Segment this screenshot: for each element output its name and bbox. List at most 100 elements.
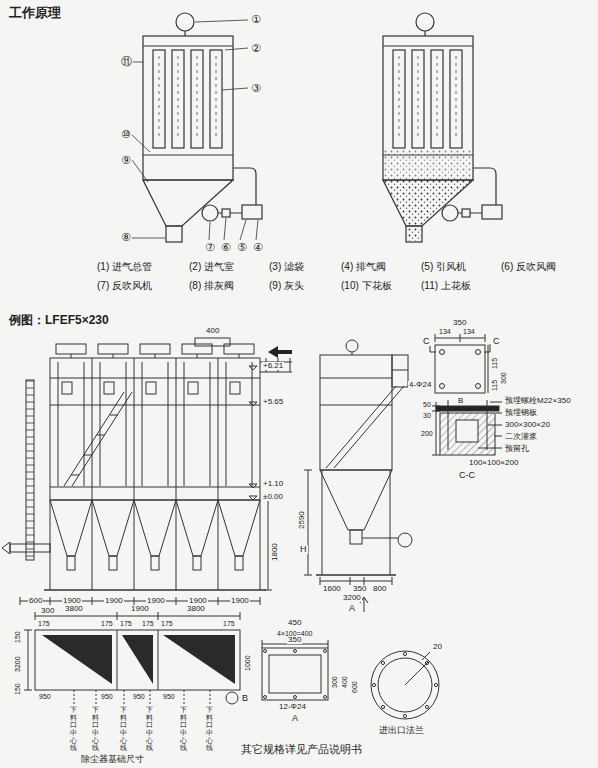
dimension-label: C: [422, 337, 431, 346]
callout-number: ⑪: [120, 56, 133, 67]
dimension-label: 3200: [14, 655, 21, 673]
dimension-label: 下料口中心线: [206, 706, 213, 752]
part-name: (8) 排灰阀: [188, 281, 235, 291]
part-name: (4) 排气阀: [340, 262, 387, 272]
dimension-label: B: [457, 397, 464, 405]
dimension-label: 100×100×200: [468, 459, 519, 467]
dimension-label: 2590: [298, 510, 306, 530]
dimension-label: 12-Φ24: [278, 703, 307, 711]
dimension-label: 预埋钢板: [504, 409, 538, 417]
dimension-label: 下料口中心线: [146, 706, 153, 752]
dimension-label: 下料口中心线: [180, 706, 187, 752]
dimension-label: 350: [287, 636, 302, 644]
callout-number: ①: [250, 14, 262, 25]
dimension-label: 50: [422, 401, 432, 408]
dimension-label: 800: [372, 585, 387, 593]
part-name: (11) 上花板: [420, 281, 472, 291]
dimension-label: 除尘器基础尺寸: [80, 755, 145, 764]
callout-number: ⑤: [236, 242, 248, 253]
dimension-label: 1900: [62, 597, 82, 605]
callout-number: ③: [250, 83, 262, 94]
dimension-label: 1900: [146, 597, 166, 605]
dimension-label: 下料口中心线: [120, 706, 127, 752]
dimension-label: 175: [222, 620, 236, 627]
callout-number: ⑧: [120, 232, 132, 243]
dimension-label: 175: [37, 620, 51, 627]
dimension-label: 950: [38, 693, 52, 700]
dimension-label: 200: [420, 430, 434, 437]
dimension-label: 134: [438, 328, 452, 335]
dimension-label: 预埋螺栓M22×350: [504, 397, 572, 405]
dimension-label: 350: [452, 319, 467, 327]
dimension-label: 预留孔: [504, 445, 530, 453]
dimension-label: 400: [205, 327, 220, 335]
part-name: (10) 下花板: [340, 281, 393, 291]
dimension-label: 300: [331, 675, 338, 689]
callout-number: ⑦: [204, 242, 216, 253]
dimension-label: 下料口中心线: [70, 706, 77, 752]
dimension-label: H: [299, 545, 308, 554]
dimension-label: A: [291, 714, 299, 723]
dimension-label: 175: [141, 620, 155, 627]
section-title: 工作原理: [8, 6, 62, 19]
part-name: (9) 灰头: [268, 281, 305, 291]
callout-number: ⑥: [220, 242, 232, 253]
part-name: (2) 进气室: [188, 262, 235, 272]
dimension-label: 175: [119, 620, 133, 627]
dimension-label: 20: [432, 643, 443, 651]
dimension-label: 1900: [188, 597, 208, 605]
part-name: (5) 引风机: [420, 262, 467, 272]
dimension-label: 450: [287, 619, 302, 627]
part-name: (1) 进气总管: [96, 262, 153, 272]
dimension-label: 600: [28, 597, 43, 605]
dimension-label: 300×300×20: [504, 421, 551, 429]
dimension-label: 1900: [230, 597, 250, 605]
dimension-label: A: [348, 604, 356, 613]
callout-number: ⑩: [120, 129, 132, 140]
dimension-label: 300: [500, 371, 507, 385]
part-name: (3) 滤袋: [268, 262, 305, 272]
dimension-label: +1.10: [262, 480, 284, 488]
dimension-label: 150: [14, 630, 21, 644]
dimension-label: 下料口中心线: [92, 706, 99, 752]
dimension-label: 350: [352, 585, 367, 593]
part-name: (7) 反吹风机: [96, 281, 153, 291]
part-name: (6) 反吹风阀: [500, 262, 557, 272]
dimension-label: 115: [491, 379, 498, 392]
dimension-label: 1900: [104, 597, 124, 605]
callout-number: ⑨: [120, 155, 132, 166]
dimension-label: +6.21: [262, 362, 284, 370]
dimension-label: 3800: [64, 605, 84, 613]
dimension-label: +5.65: [262, 398, 284, 406]
dimension-label: C-C: [458, 471, 476, 480]
dimension-label: 175: [100, 620, 114, 627]
dimension-label: 3800: [186, 605, 206, 613]
dimension-label: 300: [40, 607, 55, 615]
dimension-label: 1000: [244, 654, 251, 672]
callout-number: ②: [250, 43, 262, 54]
dimension-label: 1600: [322, 585, 342, 593]
dimension-label: 950: [100, 693, 114, 700]
dimension-label: B: [241, 694, 249, 703]
dimension-label: 4-Φ24: [408, 381, 432, 389]
dimension-label: 进出口法兰: [378, 726, 425, 735]
dimension-label: C: [492, 337, 501, 346]
dimension-label: 400: [341, 675, 348, 689]
dimension-label: 1900: [130, 605, 150, 613]
dimension-label: 1800: [271, 542, 279, 562]
dimension-label: ±0.00: [262, 493, 284, 501]
dimension-label: 3200: [342, 594, 362, 602]
dimension-label: 600: [351, 680, 358, 694]
dimension-label: 134: [462, 328, 476, 335]
dimension-label: 30: [422, 412, 432, 419]
dimension-label: 175: [160, 620, 174, 627]
dimension-label: 150: [14, 682, 21, 696]
dimension-label: 二次灌浆: [504, 433, 538, 441]
callout-number: ④: [252, 242, 264, 253]
dimension-label: 115: [491, 357, 498, 370]
dimension-label: 950: [132, 693, 146, 700]
dimension-label: 例图：LFEF5×230: [8, 314, 110, 326]
footer-note: 其它规格详见产品说明书: [240, 744, 363, 755]
dimension-label: 950: [162, 693, 176, 700]
